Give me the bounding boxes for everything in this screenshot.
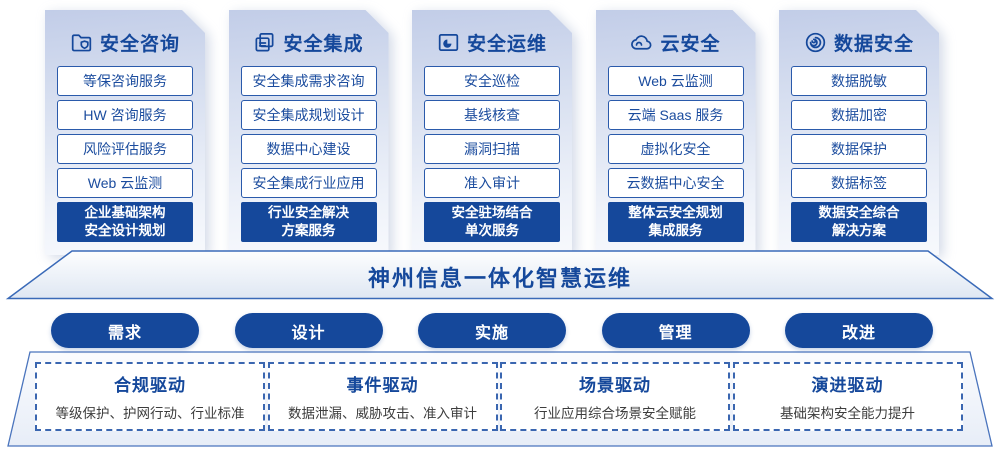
highlight-service: 数据安全综合 解决方案 [791,202,927,242]
service-item: 数据中心建设 [241,134,377,164]
service-item: 数据脱敏 [791,66,927,96]
service-item: 准入审计 [424,168,560,198]
banner-title: 神州信息一体化智慧运维 [367,266,632,291]
card-header: 云安全 [596,10,756,56]
card-header: 安全咨询 [45,10,205,56]
service-item: 云数据中心安全 [608,168,744,198]
driver-scenario: 场景驱动 行业应用综合场景安全赋能 [500,362,730,431]
service-item: 基线核查 [424,100,560,130]
driver-evolution: 演进驱动 基础架构安全能力提升 [732,362,963,431]
driver-title: 事件驱动 [346,376,419,395]
copy-documents-icon [253,31,276,54]
highlight-service: 安全驻场结合 单次服务 [424,202,560,242]
driver-title: 场景驱动 [579,376,651,395]
highlight-service: 整体云安全规划 集成服务 [608,202,744,242]
card-header: 数据安全 [779,10,939,56]
card-security-operations: 安全运维 安全巡检 基线核查 漏洞扫描 准入审计 安全驻场结合 单次服务 [412,10,572,255]
service-item: 云端 Saas 服务 [608,100,744,130]
service-item: 安全集成行业应用 [241,168,377,198]
card-header: 安全运维 [412,10,572,56]
service-item: 安全巡检 [424,66,560,96]
highlight-service: 行业安全解决 方案服务 [241,202,377,242]
card-security-integration: 安全集成 安全集成需求咨询 安全集成规划设计 数据中心建设 安全集成行业应用 行… [229,10,389,255]
service-item: 数据加密 [791,100,927,130]
folder-shield-icon [70,31,93,54]
service-item: 数据保护 [791,134,927,164]
pill-management: 管理 [601,313,750,348]
driver-title: 演进驱动 [811,376,884,395]
pill-requirement: 需求 [51,313,199,348]
driver-desc: 数据泄漏、威胁攻击、准入审计 [288,406,477,421]
service-item: HW 咨询服务 [57,100,193,130]
fingerprint-icon [804,31,827,54]
card-cloud-security: 云安全 Web 云监测 云端 Saas 服务 虚拟化安全 云数据中心安全 整体云… [596,10,756,255]
service-item: 等保咨询服务 [57,66,193,96]
driver-desc: 等级保护、护网行动、行业标准 [55,406,245,421]
banner-platform [5,250,995,300]
service-item: 数据标签 [791,168,927,198]
card-data-security: 数据安全 数据脱敏 数据加密 数据保护 数据标签 数据安全综合 解决方案 [779,10,939,255]
service-item: 风险评估服务 [57,134,193,164]
service-item: Web 云监测 [608,66,744,96]
driver-compliance: 合规驱动 等级保护、护网行动、行业标准 [35,362,265,431]
card-title: 安全咨询 [99,33,180,55]
service-item: 安全集成需求咨询 [241,66,377,96]
pill-design: 设计 [234,313,383,348]
driver-title: 合规驱动 [114,376,186,395]
service-item: 安全集成规划设计 [241,100,377,130]
pill-implementation: 实施 [418,313,566,348]
cloud-icon [630,31,653,54]
card-title: 安全集成 [283,33,364,55]
driver-desc: 行业应用综合场景安全赋能 [534,406,696,421]
service-item: 虚拟化安全 [608,134,744,164]
driver-desc: 基础架构安全能力提升 [780,406,915,421]
card-title: 数据安全 [833,33,914,55]
card-security-consulting: 安全咨询 等保咨询服务 HW 咨询服务 风险评估服务 Web 云监测 企业基础架… [45,10,205,255]
service-item: Web 云监测 [57,168,193,198]
card-title: 安全运维 [466,33,547,55]
folder-pie-icon [437,31,460,54]
card-header: 安全集成 [229,10,389,56]
card-title: 云安全 [660,33,721,55]
highlight-service: 企业基础架构 安全设计规划 [57,202,193,242]
pill-improvement: 改进 [785,313,933,348]
driver-incident: 事件驱动 数据泄漏、威胁攻击、准入审计 [267,362,498,431]
service-item: 漏洞扫描 [424,134,560,164]
